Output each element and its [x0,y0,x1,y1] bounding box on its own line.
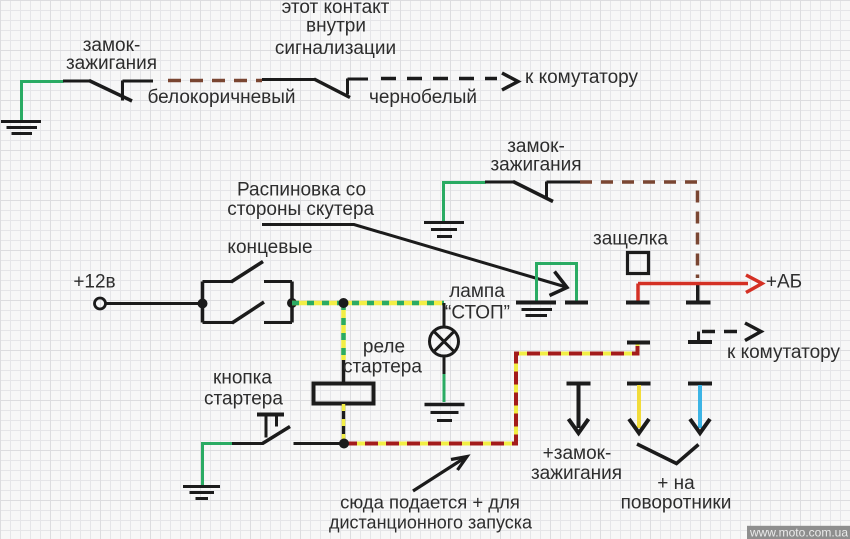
svg-text:сюда подается + для: сюда подается + для [340,492,520,513]
svg-text:кнопка: кнопка [213,368,272,389]
svg-text:внутри: внутри [306,16,366,37]
svg-text:www.moto.com.ua: www.moto.com.ua [749,526,848,539]
svg-text:зажигания: зажигания [66,53,157,74]
svg-text:защелка: защелка [593,229,668,250]
svg-text:стороны скутера: стороны скутера [227,199,374,220]
svg-text:к комутатору: к комутатору [727,342,841,363]
svg-text:этот контакт: этот контакт [282,0,390,18]
svg-text:+12в: +12в [73,272,115,293]
svg-text:к комутатору: к комутатору [525,67,639,88]
svg-text:стартера: стартера [204,389,283,410]
svg-text:“СТОП”: “СТОП” [445,303,510,324]
svg-text:лампа: лампа [449,281,505,302]
svg-text:чернобелый: чернобелый [369,87,477,108]
svg-text:+замок-: +замок- [543,443,612,464]
svg-text:белокоричневый: белокоричневый [147,87,295,108]
svg-text:концевые: концевые [227,237,312,258]
svg-text:дистанционного запуска: дистанционного запуска [329,513,533,533]
svg-text:сигнализации: сигнализации [275,38,396,59]
svg-text:Распиновка со: Распиновка со [237,180,366,201]
svg-text:замок-: замок- [83,35,141,56]
svg-text:+ на: + на [657,473,695,494]
svg-text:+АБ: +АБ [766,272,802,293]
svg-text:замок-: замок- [507,136,565,157]
svg-text:стартера: стартера [343,357,422,378]
svg-text:зажигания: зажигания [490,155,581,176]
svg-text:зажигания: зажигания [531,463,622,484]
svg-text:реле: реле [363,337,405,358]
svg-text:поворотники: поворотники [621,493,732,514]
